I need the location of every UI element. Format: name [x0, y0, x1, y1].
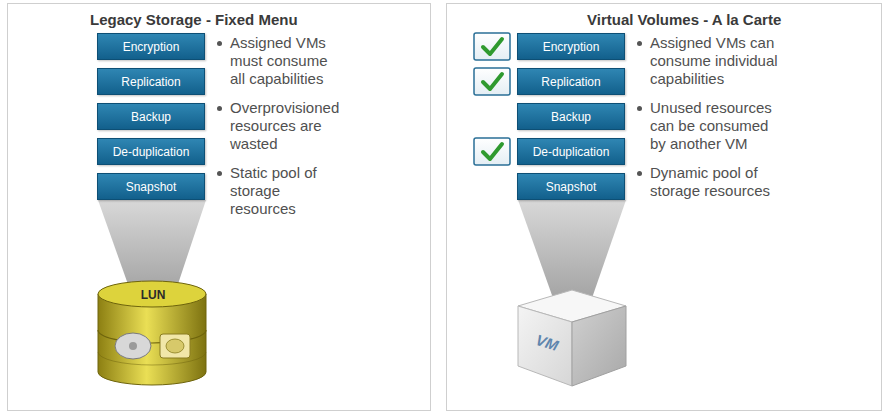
bullet-item: Dynamic pool of storage resources — [636, 164, 781, 200]
capability-label: Snapshot — [546, 180, 597, 194]
bullet-item: Static pool of storage resources — [216, 164, 344, 218]
capability-label: Backup — [551, 110, 591, 124]
capability-box: Encryption — [517, 33, 625, 60]
capability-label: De-duplication — [113, 145, 190, 159]
capability-label: Backup — [131, 110, 171, 124]
lun-text: LUN — [141, 288, 166, 302]
vm-cube — [518, 290, 626, 386]
vm-label: VM — [517, 327, 577, 357]
capability-box: Backup — [517, 103, 625, 130]
bullet-dot — [637, 41, 642, 46]
capability-label: Snapshot — [126, 180, 177, 194]
bullet-item: Assigned VMs must consume all capabiliti… — [216, 34, 344, 88]
bullet-dot — [637, 106, 642, 111]
check-box — [474, 33, 510, 165]
capability-label: Replication — [541, 75, 600, 89]
capability-box: Backup — [97, 103, 205, 130]
bullet-dot — [217, 41, 222, 46]
bullet-list: Assigned VMs must consume all capabiliti… — [216, 34, 344, 229]
bullet-list: Assigned VMs can consume individual capa… — [636, 34, 781, 211]
bullet-text: Unused resources can be consumed by anot… — [650, 99, 781, 153]
capability-label: Replication — [121, 75, 180, 89]
vm-text: VM — [534, 330, 561, 353]
capability-box: Snapshot — [97, 173, 205, 200]
bullet-item: Overprovisioned resources are wasted — [216, 99, 344, 153]
capability-label: De-duplication — [533, 145, 610, 159]
panel-title: Legacy Storage - Fixed Menu — [90, 11, 298, 28]
capability-box: De-duplication — [97, 138, 205, 165]
storage-panel: Virtual Volumes - A la CarteAssigned VMs… — [446, 3, 882, 411]
bullet-dot — [217, 106, 222, 111]
bullet-item: Assigned VMs can consume individual capa… — [636, 34, 781, 88]
capability-box: Replication — [97, 68, 205, 95]
bullet-text: Static pool of storage resources — [230, 164, 344, 218]
capability-label: Encryption — [543, 40, 600, 54]
bullet-text: Assigned VMs can consume individual capa… — [650, 34, 781, 88]
funnel — [98, 200, 206, 290]
lun-disk — [98, 281, 206, 385]
capability-label: Encryption — [123, 40, 180, 54]
bullet-dot — [637, 171, 642, 176]
funnel — [518, 200, 626, 298]
bullet-text: Overprovisioned resources are wasted — [230, 99, 344, 153]
bullet-item: Unused resources can be consumed by anot… — [636, 99, 781, 153]
capability-box: Encryption — [97, 33, 205, 60]
capability-box: De-duplication — [517, 138, 625, 165]
bullet-dot — [217, 171, 222, 176]
lun-label: LUN — [127, 285, 179, 305]
capability-box: Snapshot — [517, 173, 625, 200]
capability-box: Replication — [517, 68, 625, 95]
panel-title: Virtual Volumes - A la Carte — [587, 11, 781, 28]
storage-panel: Legacy Storage - Fixed MenuAssigned VMs … — [7, 3, 431, 411]
bullet-text: Assigned VMs must consume all capabiliti… — [230, 34, 344, 88]
bullet-text: Dynamic pool of storage resources — [650, 164, 781, 200]
